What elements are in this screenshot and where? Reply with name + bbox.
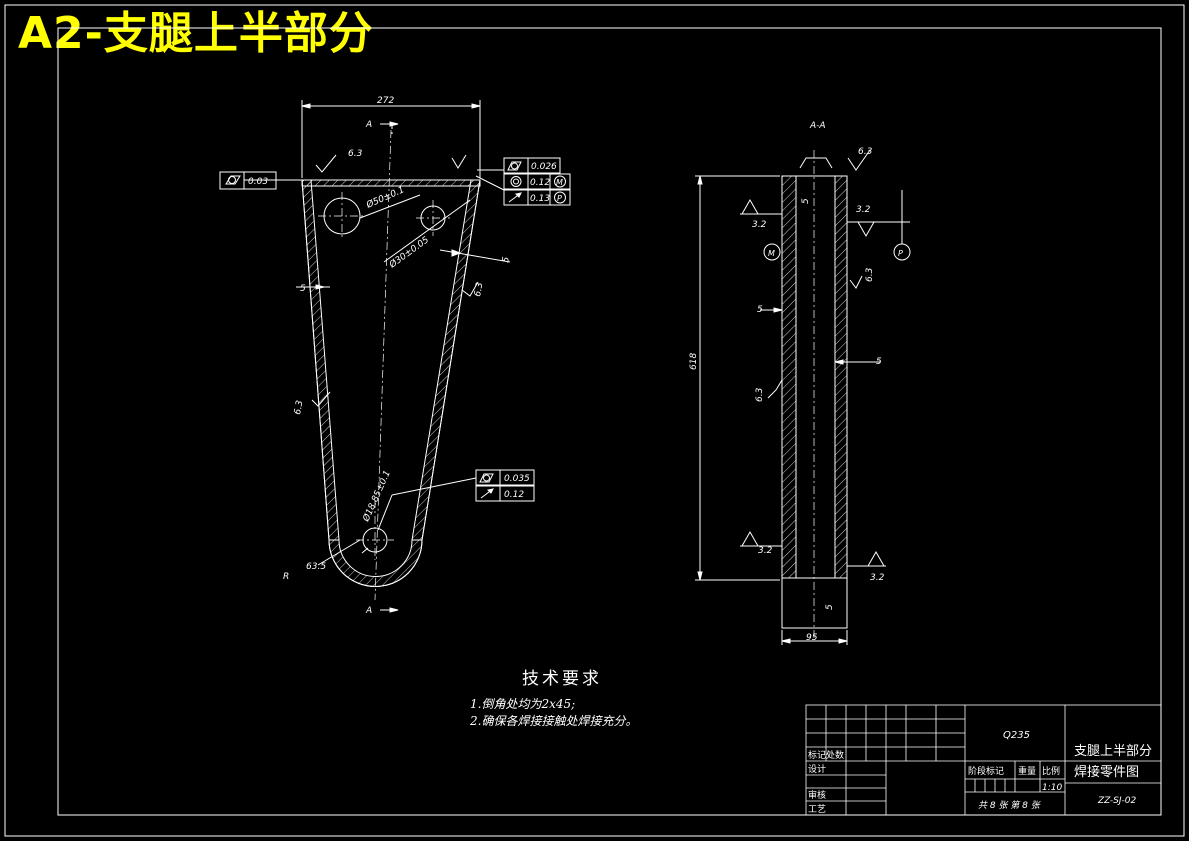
section-title: A-A	[809, 121, 826, 131]
title-block	[805, 704, 1162, 816]
roughness-side: 6.3	[473, 281, 485, 297]
drawing-number: ZZ-SJ-02	[1097, 796, 1136, 806]
outer-outline	[301, 179, 481, 587]
tol-mod-p: P	[557, 194, 562, 203]
process-label: 工艺	[808, 804, 826, 815]
outer-border	[4, 4, 1185, 837]
section-mark-top: A	[365, 120, 372, 130]
radius-value: 63.5	[306, 562, 326, 572]
design-label: 设计	[808, 763, 826, 775]
section-rough-5: 6.3	[755, 387, 765, 402]
hole-upper-right-label: Ø30±0.05	[386, 234, 431, 271]
roughness-top: 6.3	[348, 149, 363, 159]
section-left-wall-hatch	[781, 175, 797, 579]
front-view	[219, 100, 571, 613]
section-rough-6: 3.2	[758, 546, 773, 556]
tol-left-value: 0.03	[248, 177, 268, 187]
top-plate-hatch	[301, 179, 481, 187]
section-wall-1: 5	[801, 198, 811, 204]
inner-frame	[57, 27, 1162, 816]
hole-upper-left-label: Ø50±0.1	[364, 184, 406, 211]
section-view	[695, 149, 911, 645]
datum-m-label: M	[768, 249, 775, 258]
section-rough-1: 6.3	[858, 147, 873, 157]
wall-left-label: 5	[300, 284, 306, 294]
stage-label: 阶段标记	[968, 765, 1004, 777]
section-rough-2: 3.2	[752, 220, 767, 230]
weight-label: 重量	[1018, 765, 1036, 777]
section-bottom-block	[781, 577, 848, 629]
section-rough-3: 3.2	[856, 205, 871, 215]
section-height: 618	[689, 353, 699, 370]
datum-p-label: P	[898, 249, 903, 258]
wall-right-label: 5	[501, 256, 512, 264]
tech-requirement-1: 1.倒角处均为2x45;	[470, 697, 576, 711]
section-mark-bottom: A	[365, 606, 372, 616]
tol-right-value-1: 0.026	[531, 162, 557, 172]
hole-lower-label: Ø18.85±0.1	[360, 469, 393, 524]
section-wall-3: 5	[876, 357, 882, 367]
section-rough-7: 3.2	[870, 573, 885, 583]
drawing-banner-title: A2-支腿上半部分	[18, 8, 374, 59]
roughness-left: 6.3	[293, 399, 305, 415]
tol-lower-value-2: 0.12	[504, 490, 524, 500]
review-label: 审核	[808, 789, 826, 801]
tech-requirements-title: 技术要求	[522, 669, 602, 689]
section-wall-4: 5	[825, 604, 835, 610]
material-value: Q235	[1003, 730, 1030, 741]
tol-mod-m: M	[556, 178, 563, 187]
left-wall-hatch	[301, 179, 340, 541]
section-rough-4: 6.3	[865, 267, 875, 282]
tech-requirement-2: 2.确保各焊接接触处焊接充分。	[470, 714, 638, 728]
section-right-wall-hatch	[834, 175, 848, 579]
section-width: 95	[806, 633, 818, 643]
part-name-line1: 支腿上半部分	[1074, 744, 1152, 759]
dim-top-width: 272	[377, 96, 394, 106]
tol-right-value-3: 0.13	[530, 194, 550, 204]
datum-m-circle	[763, 243, 781, 261]
tol-right-value-2: 0.12	[530, 178, 550, 188]
scale-value: 1:10	[1042, 783, 1062, 793]
sheet-count: 共 8 张 第 8 张	[978, 800, 1042, 811]
part-name-line2: 焊接零件图	[1074, 764, 1139, 780]
radius-label: R	[283, 572, 289, 582]
tol-lower-value-1: 0.035	[504, 474, 530, 484]
scale-label: 比例	[1042, 765, 1060, 777]
section-wall-2: 5	[757, 305, 763, 315]
mark-label: 标记处数	[808, 749, 844, 761]
